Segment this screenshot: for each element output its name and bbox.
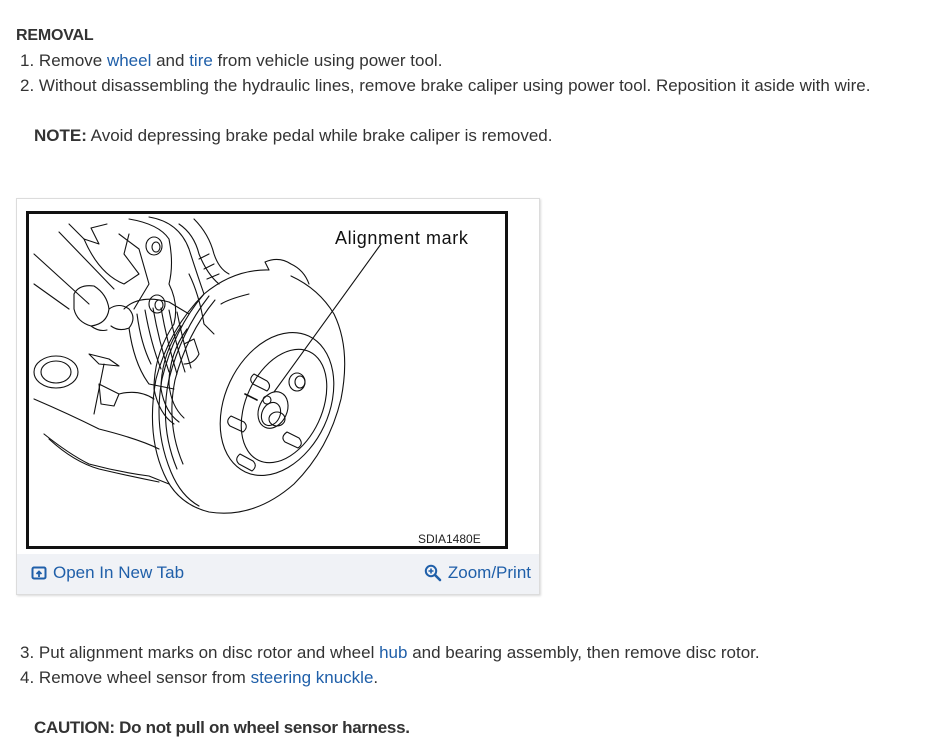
step-text: and bearing assembly, then remove disc r… [407, 643, 760, 662]
note-text: Avoid depressing brake pedal while brake… [86, 126, 553, 145]
step-text: . [373, 668, 379, 687]
step-text: from vehicle using power tool. [212, 51, 443, 70]
section-heading: REMOVAL [16, 27, 94, 44]
step-number: 4. [20, 668, 35, 687]
open-new-tab-icon [31, 565, 47, 581]
step-text: Remove [38, 51, 107, 70]
step-number: 3. [20, 643, 35, 662]
zoom-print-button[interactable]: Zoom/Print [424, 563, 531, 583]
step-text: Without disassembling the hydraulic line… [38, 76, 871, 95]
step-number: 2. [20, 76, 35, 95]
caution: CAUTION: Do not pull on wheel sensor har… [34, 718, 410, 737]
hub-link[interactable]: hub [379, 643, 408, 662]
wheel-link[interactable]: wheel [106, 51, 152, 70]
brake-rotor-illustration [33, 216, 382, 514]
figure-card: Alignment mark SDIA1480E Open In New Tab… [16, 198, 540, 595]
figure-image[interactable]: Alignment mark SDIA1480E [26, 211, 508, 549]
step-number: 1. [20, 51, 35, 70]
magnifier-plus-icon [424, 564, 442, 582]
zoom-print-label: Zoom/Print [447, 563, 531, 582]
note-label: NOTE: [34, 126, 87, 145]
figure-code: SDIA1480E [418, 532, 481, 546]
step-text: Put alignment marks on disc rotor and wh… [38, 643, 380, 662]
step-3: 3. Put alignment marks on disc rotor and… [20, 643, 760, 663]
step-4: 4. Remove wheel sensor from steering knu… [20, 668, 378, 688]
step-text: and [151, 51, 190, 70]
open-in-new-tab-label: Open In New Tab [53, 563, 185, 582]
tire-link[interactable]: tire [189, 51, 213, 70]
step-2: 2. Without disassembling the hydraulic l… [20, 76, 870, 96]
note: NOTE: Avoid depressing brake pedal while… [34, 126, 552, 146]
figure-toolbar: Open In New Tab Zoom/Print [17, 554, 539, 594]
steering-knuckle-link[interactable]: steering knuckle [250, 668, 374, 687]
open-in-new-tab-button[interactable]: Open In New Tab [31, 563, 184, 583]
callout-alignment-mark: Alignment mark [335, 228, 469, 248]
step-text: Remove wheel sensor from [38, 668, 251, 687]
step-1: 1. Remove wheel and tire from vehicle us… [20, 51, 442, 71]
